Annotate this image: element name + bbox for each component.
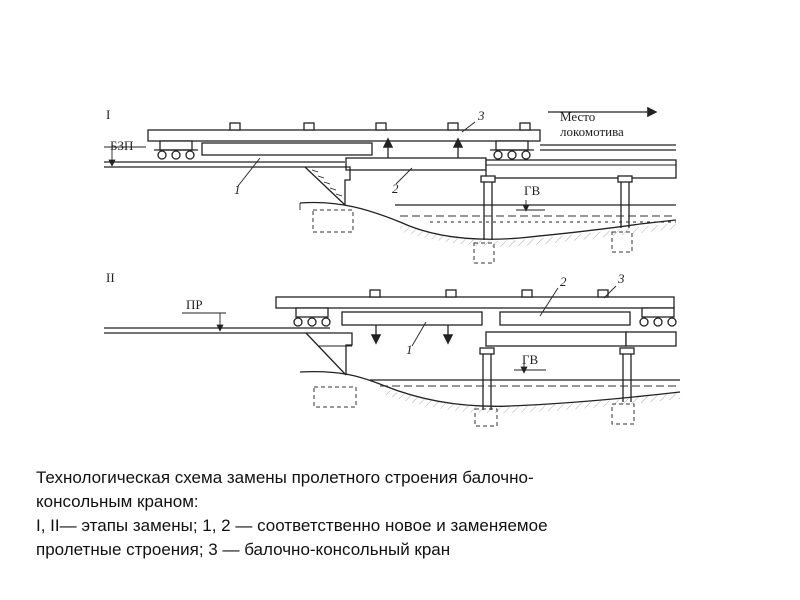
pr-label: ПР — [186, 297, 203, 312]
stage-1-numeral: I — [106, 107, 110, 122]
label-1-stage-1: 1 — [234, 182, 241, 197]
caption-line-2: консольным краном: — [36, 492, 199, 511]
crane-bogie-left-stage-1 — [154, 140, 198, 160]
crane-bogie-right-stage-2 — [639, 307, 677, 327]
gv-label-stage-2: ГВ — [522, 352, 539, 367]
bzp-label: БЗП — [110, 138, 133, 153]
new-span-stage-2 — [341, 311, 483, 326]
caption-line-4: пролетные строения; 3 — балочно-консольн… — [36, 540, 451, 559]
label-2-stage-2: 2 — [560, 274, 567, 289]
crane-bogie-left-stage-2 — [293, 307, 331, 327]
crane-beam-stage-2 — [275, 289, 675, 309]
crane-beam-stage-1 — [147, 122, 541, 142]
caption-line-1: Технологическая схема замены пролетного … — [36, 468, 534, 487]
pier-stage-1-b — [611, 175, 633, 253]
adjacent-span-stage-1 — [485, 159, 677, 179]
label-3-stage-2: 3 — [617, 271, 625, 286]
pier-stage-1-a — [473, 175, 496, 264]
new-span-stage-1 — [201, 142, 373, 156]
pier-stage-2-a — [474, 347, 498, 427]
stage-2-numeral: II — [106, 270, 115, 285]
label-1-stage-2: 1 — [406, 342, 413, 357]
loco-label-line1: Место — [560, 109, 595, 124]
stage-2: II — [104, 270, 681, 427]
figure-caption: Технологическая схема замены пролетного … — [36, 466, 776, 562]
old-span-stage-1 — [345, 157, 487, 171]
label-3-stage-1: 3 — [477, 108, 485, 123]
loco-label-line2: локомотива — [560, 124, 624, 139]
label-2-stage-1: 2 — [392, 181, 399, 196]
old-span-stage-2 — [499, 311, 631, 326]
caption-line-3: I, II— этапы замены; 1, 2 — соответствен… — [36, 516, 548, 535]
support-span-stage-2 — [485, 331, 627, 347]
crane-bogie-right-stage-1 — [490, 140, 534, 160]
bridge-replacement-diagram: I — [104, 106, 681, 427]
stage-1: I — [104, 106, 677, 264]
gv-label-stage-1: ГВ — [524, 183, 541, 198]
